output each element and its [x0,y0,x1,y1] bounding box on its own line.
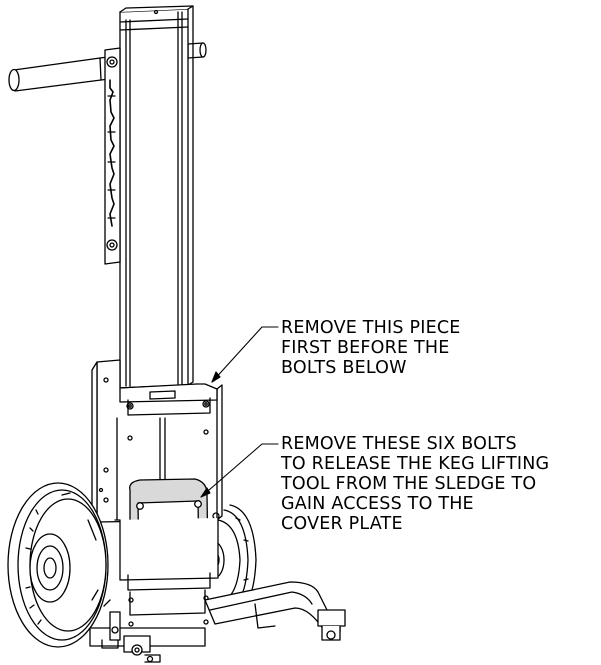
callout-line: COVER PLATE [281,514,403,534]
leader-line-bolts [200,443,279,498]
callout-remove-top-piece: REMOVE THIS PIECE FIRST BEFORE THE BOLTS… [281,318,461,378]
leader-line-top-piece [211,326,279,383]
handle-stub-right [187,42,207,59]
callout-remove-six-bolts: REMOVE THESE SIX BOLTS TO RELEASE THE KE… [281,434,549,534]
callout-line: REMOVE THIS PIECE [281,318,461,338]
callout-line: REMOVE THESE SIX BOLTS [281,434,517,454]
wheel-left [7,482,111,648]
callout-line: TOOL FROM THE SLEDGE TO [281,474,537,494]
handle-bar [8,56,110,92]
chassis-lower [89,517,346,663]
callout-line: BOLTS BELOW [281,358,407,378]
callout-line: FIRST BEFORE THE [281,338,450,358]
mast-column [104,5,194,389]
callout-line: GAIN ACCESS TO THE [281,494,474,514]
callout-line: TO RELEASE THE KEG LIFTING [281,454,550,474]
